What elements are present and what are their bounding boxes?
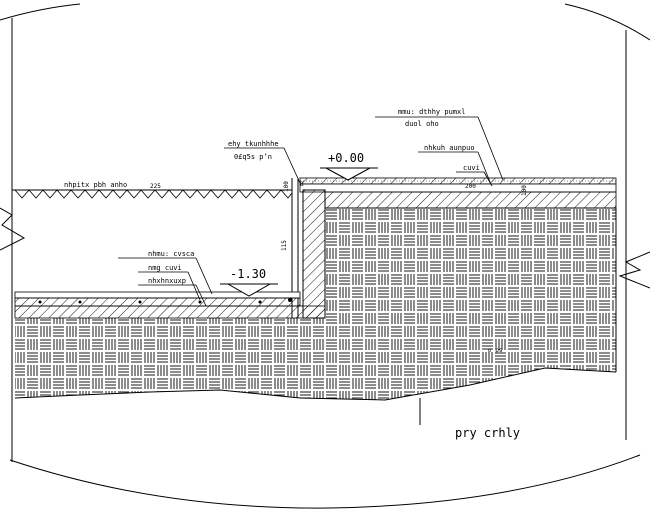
ground-line	[12, 189, 293, 199]
lower-notes: nhmu: cvsca nmg cuvi nhxhnxuxp	[118, 250, 213, 307]
top-note-line2: duol oho	[405, 120, 439, 128]
elevation-marker-upper: +0.00	[320, 151, 378, 181]
upper-slab	[299, 177, 617, 209]
ground-dim-label: 225	[150, 183, 161, 190]
sealant-line1: ehy tkunhhhe	[228, 140, 279, 148]
frame-top-arc	[0, 3, 650, 41]
gravel-label: nhkuh aunpuo	[424, 144, 475, 152]
soil-note: ơ ps	[488, 347, 503, 354]
lower-slab	[14, 291, 326, 319]
elevation-lower-label: -1.30	[230, 267, 266, 281]
small-dim-a-label: 100	[283, 181, 290, 192]
elevation-marker-lower: -1.30	[220, 267, 278, 297]
edge-dim-label: 100	[521, 185, 528, 196]
left-break-mark	[0, 207, 26, 251]
bottom-text: pry crhly	[455, 426, 520, 440]
ground-text: nhpitx pbh anho	[64, 181, 127, 189]
lower-note-2: nmg cuvi	[148, 264, 182, 272]
sealant-line2: 0£q5s p’n	[234, 153, 272, 161]
lower-note-1: nhmu: cvsca	[148, 250, 194, 258]
step-dim-label: 115	[281, 240, 288, 251]
top-note: mmu: dthhy pumxl duol oho	[375, 108, 504, 181]
lower-note-3: nhxhnxuxp	[148, 277, 186, 285]
slab-dim-label: 200	[465, 183, 476, 190]
elevation-upper-label: +0.00	[328, 151, 364, 165]
top-note-line1: mmu: dthhy pumxl	[398, 108, 465, 116]
gravel-note: nhkuh aunpuo	[418, 144, 491, 183]
cuvi-upper-label: cuvi	[463, 164, 480, 172]
cuvi-upper-note: cuvi	[456, 164, 493, 187]
small-dim-b-label: 8	[300, 181, 304, 188]
frame-bottom-arc	[9, 454, 641, 509]
right-break-mark	[618, 251, 650, 289]
sealant-note: ehy tkunhhhe 0£q5s p’n	[224, 140, 301, 184]
